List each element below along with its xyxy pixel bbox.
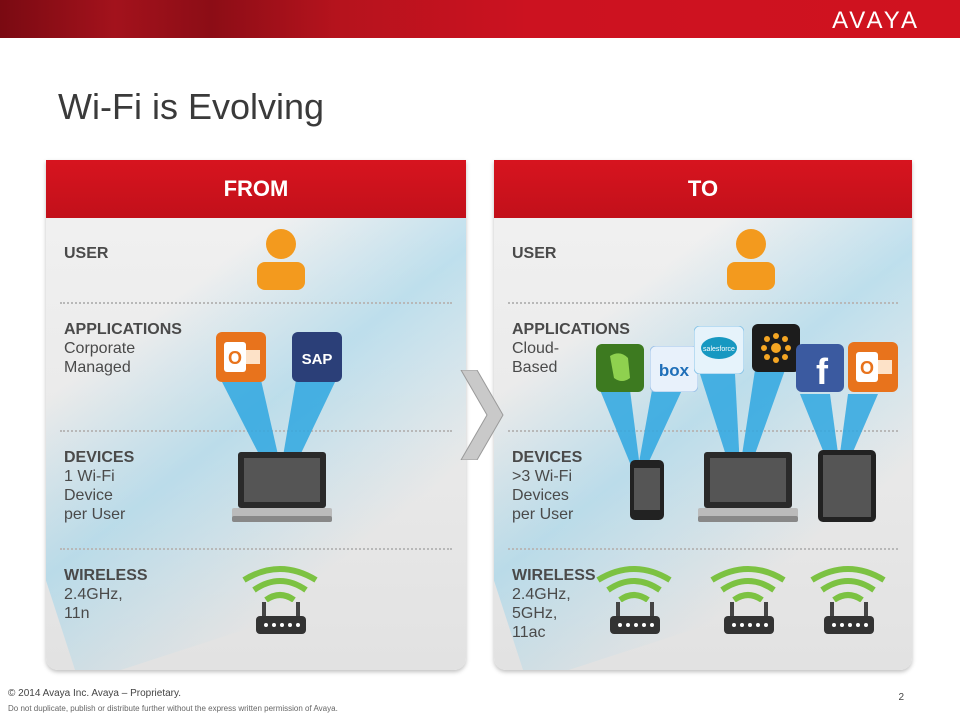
from-user-label-text: USER [64, 245, 109, 262]
from-devices-sub-1: 1 Wi-Fi [64, 468, 115, 485]
laptop-icon [698, 452, 798, 522]
user-icon [727, 229, 775, 290]
from-divider-1 [60, 302, 452, 304]
laptop-icon [232, 452, 332, 522]
slide-title: Wi-Fi is Evolving [58, 86, 325, 127]
to-devices-label: DEVICES >3 Wi-Fi Devices per User [512, 448, 582, 524]
to-apps-title: APPLICATIONS [512, 321, 630, 338]
from-heading: FROM [46, 160, 466, 218]
yammer-icon [752, 324, 800, 372]
avaya-logo: AVAYA [832, 7, 920, 34]
from-devices-title: DEVICES [64, 449, 135, 466]
to-user-label-text: USER [512, 245, 557, 262]
to-devices-title: DEVICES [512, 449, 583, 466]
from-devices-sub-3: per User [64, 506, 126, 523]
wifi-waves-icon [810, 566, 886, 602]
wifi-waves-icon [596, 566, 672, 602]
outlook-icon: O [848, 342, 898, 392]
tablet-icon [818, 450, 876, 522]
chevron-right-icon [460, 370, 504, 460]
router-icon [256, 602, 306, 634]
from-wireless-sub-1: 2.4GHz, [64, 586, 123, 603]
to-panel: TO USER APPLICATIONS Cloud- Based DEVICE… [494, 160, 912, 670]
sap-icon: SAP [292, 332, 342, 382]
from-signal-beams [221, 380, 336, 468]
salesforce-icon: salesforce [694, 326, 744, 374]
to-wireless-title: WIRELESS [512, 567, 596, 584]
to-devices-sub-3: per User [512, 506, 574, 523]
svg-text:O: O [860, 358, 874, 378]
wifi-waves-icon [242, 566, 318, 602]
from-devices-sub-2: Device [64, 487, 113, 504]
wifi-waves-icon [710, 566, 786, 602]
svg-text:O: O [228, 348, 242, 368]
outlook-icon: O [216, 332, 266, 382]
to-signal-beams [600, 370, 878, 468]
to-divider-1 [508, 302, 898, 304]
page-number: 2 [898, 692, 904, 703]
from-wireless-sub-2: 11n [64, 605, 90, 622]
facebook-icon: f [796, 344, 844, 392]
to-wireless-sub-1: 2.4GHz, [512, 586, 571, 603]
to-apps-label: APPLICATIONS Cloud- Based [512, 320, 630, 377]
from-divider-3 [60, 548, 452, 550]
from-devices-label: DEVICES 1 Wi-Fi Device per User [64, 448, 134, 524]
from-user-label: USER [64, 244, 108, 263]
from-apps-sub-2: Managed [64, 359, 131, 376]
from-apps-label: APPLICATIONS Corporate Managed [64, 320, 182, 377]
facebook-label: f [816, 351, 829, 392]
sap-label: SAP [302, 351, 333, 368]
router-icon [724, 602, 774, 634]
to-devices-sub-2: Devices [512, 487, 569, 504]
distribution-notice: Do not duplicate, publish or distribute … [8, 704, 338, 713]
salesforce-label: salesforce [703, 346, 735, 353]
to-divider-3 [508, 548, 898, 550]
copyright-text: © 2014 Avaya Inc. Avaya – Proprietary. [8, 688, 182, 699]
to-devices-sub-1: >3 Wi-Fi [512, 468, 572, 485]
to-wireless-sub-3: 11ac [512, 624, 546, 641]
to-apps-sub-1: Cloud- [512, 340, 560, 357]
box-icon: box [650, 346, 698, 392]
evernote-icon [596, 344, 644, 392]
router-icon [610, 602, 660, 634]
to-user-label: USER [512, 244, 556, 263]
to-wireless-label: WIRELESS 2.4GHz, 5GHz, 11ac [512, 566, 596, 642]
user-icon [257, 229, 305, 290]
from-apps-title: APPLICATIONS [64, 321, 182, 338]
to-wireless-sub-2: 5GHz, [512, 605, 558, 622]
top-brand-bar: AVAYA [0, 0, 960, 38]
to-heading: TO [494, 160, 912, 218]
from-wireless-title: WIRELESS [64, 567, 148, 584]
to-divider-2 [508, 430, 898, 432]
smartphone-icon [630, 460, 664, 520]
from-wireless-label: WIRELESS 2.4GHz, 11n [64, 566, 148, 623]
from-apps-sub-1: Corporate [64, 340, 136, 357]
from-panel: FROM USER APPLICATIONS Corporate Managed… [46, 160, 466, 670]
to-apps-sub-2: Based [512, 359, 558, 376]
box-label: box [659, 361, 690, 380]
router-icon [824, 602, 874, 634]
